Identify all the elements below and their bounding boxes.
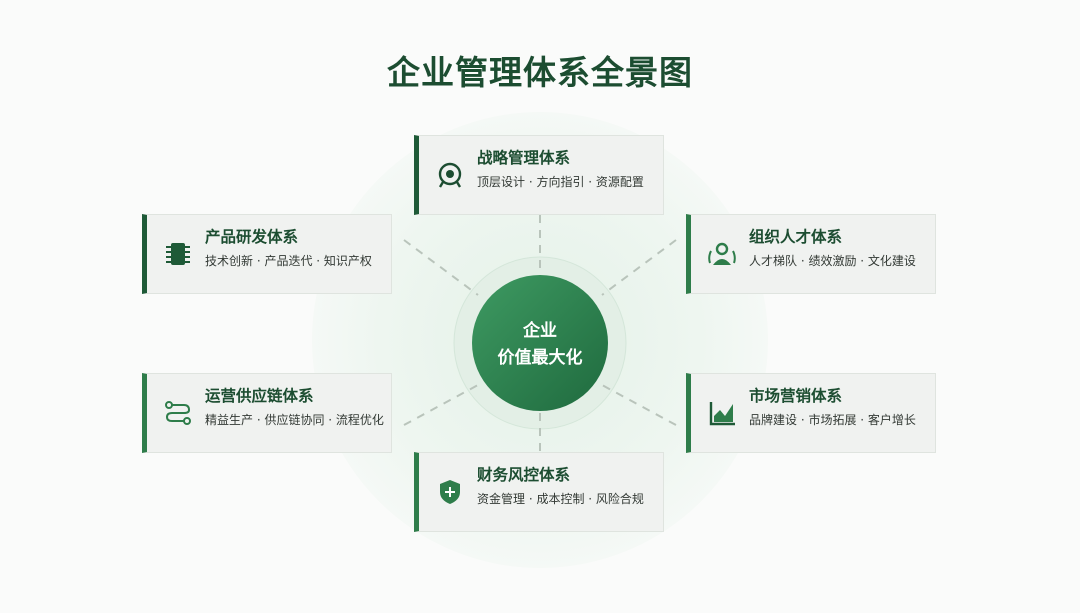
card-strategy-desc: 顶层设计 · 方向指引 · 资源配置: [477, 175, 644, 189]
card-product-title: 产品研发体系: [205, 228, 299, 246]
card-strategy-title: 战略管理体系: [477, 149, 571, 167]
card-operations[interactable]: 运营供应链体系 精益生产 · 供应链协同 · 流程优化: [142, 373, 392, 453]
card-marketing-desc: 品牌建设 · 市场拓展 · 客户增长: [749, 413, 916, 427]
card-finance[interactable]: 财务风控体系 资金管理 · 成本控制 · 风险合规: [414, 452, 664, 532]
center-circle: [472, 275, 608, 411]
chart-icon: [707, 398, 737, 428]
card-talent-title: 组织人才体系: [749, 228, 843, 246]
card-product-desc: 技术创新 · 产品迭代 · 知识产权: [205, 254, 372, 268]
people-icon: [707, 239, 737, 269]
card-talent-desc: 人才梯队 · 绩效激励 · 文化建设: [749, 254, 916, 268]
shield-icon: [435, 477, 465, 507]
connector-lines: [403, 215, 677, 452]
card-finance-desc: 资金管理 · 成本控制 · 风险合规: [477, 492, 644, 506]
card-operations-title: 运营供应链体系: [205, 387, 314, 405]
card-marketing-title: 市场营销体系: [749, 387, 843, 405]
center-label: 企业 价值最大化: [470, 318, 610, 372]
target-icon: [435, 160, 465, 190]
card-talent[interactable]: 组织人才体系 人才梯队 · 绩效激励 · 文化建设: [686, 214, 936, 294]
card-operations-desc: 精益生产 · 供应链协同 · 流程优化: [205, 413, 384, 427]
flow-icon: [163, 398, 193, 428]
chip-icon: [163, 239, 193, 269]
card-strategy[interactable]: 战略管理体系 顶层设计 · 方向指引 · 资源配置: [414, 135, 664, 215]
card-finance-title: 财务风控体系: [477, 466, 571, 484]
page-title: 企业管理体系全景图: [387, 53, 693, 92]
center-label-line1: 企业: [523, 321, 557, 341]
card-marketing[interactable]: 市场营销体系 品牌建设 · 市场拓展 · 客户增长: [686, 373, 936, 453]
center-label-line2: 价值最大化: [497, 348, 583, 368]
card-product[interactable]: 产品研发体系 技术创新 · 产品迭代 · 知识产权: [142, 214, 392, 294]
